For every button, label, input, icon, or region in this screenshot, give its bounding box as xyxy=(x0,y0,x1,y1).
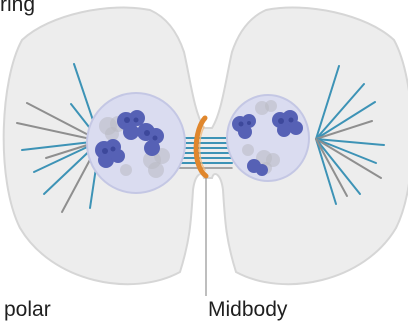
left-nucleus xyxy=(87,93,185,193)
right-nucleus xyxy=(227,95,309,181)
top-left-label: ring xyxy=(0,0,35,15)
bottom-left-label: polar xyxy=(4,299,51,320)
midbody-label: Midbody xyxy=(208,299,287,320)
midbody-microtubules xyxy=(178,138,232,168)
